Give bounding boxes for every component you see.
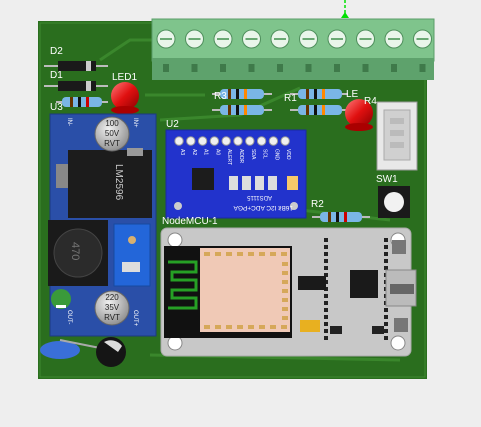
header-pin [324, 315, 328, 319]
header-pin [384, 336, 388, 340]
resistor-left [56, 97, 108, 107]
ads-pin-pad [233, 136, 243, 146]
cap2-line1: 220 [105, 293, 119, 302]
electrolytic-capacitor-small [96, 337, 126, 367]
header-pin [324, 301, 328, 305]
header-pin [324, 238, 328, 242]
jst-connector [376, 101, 418, 171]
ads-pin-label: A3 [179, 149, 185, 155]
header-pin [324, 252, 328, 256]
resistor-r3 [212, 89, 272, 99]
header-pin [324, 308, 328, 312]
ads-pin-pad [245, 136, 255, 146]
cap1-line1: 100 [105, 119, 119, 128]
header-pin [324, 266, 328, 270]
buck-in-plus: IN+ [132, 118, 138, 128]
buck-chip-label: LM2596 [113, 164, 124, 201]
cap2-line2: 35V [105, 303, 120, 312]
ads-pin-label: A1 [203, 149, 209, 155]
ads-pin-label: VDD [285, 149, 291, 160]
label-d1: D1 [50, 70, 63, 81]
header-pin [384, 266, 388, 270]
ads-pin-label: SDA [250, 149, 256, 160]
label-r1: R1 [284, 93, 297, 104]
ads-pin-pad [174, 136, 184, 146]
header-pin [384, 329, 388, 333]
ads-pin-pad [280, 136, 290, 146]
ads-pin-pad [197, 136, 208, 146]
ads-pin-label: A0 [214, 149, 220, 155]
ads-pin-pad [268, 136, 279, 146]
ads-pin-label: GND [273, 149, 279, 161]
header-pin [384, 245, 388, 249]
diode-d2 [44, 61, 108, 71]
ceramic-capacitor [40, 339, 101, 359]
header-pin [324, 273, 328, 277]
cap1-line3: RVT [104, 139, 120, 148]
push-button-sw1 [378, 186, 410, 218]
led2 [345, 99, 373, 131]
header-pin [324, 336, 328, 340]
label-nodemcu: NodeMCU-1 [162, 216, 218, 227]
ads-pin-label: ADDR [238, 149, 244, 164]
label-led1: LED1 [112, 72, 137, 83]
ads-chip-name: ADS1115 [247, 194, 272, 200]
inductor-label: 470 [69, 242, 81, 260]
header-pin [324, 322, 328, 326]
buck-converter-module [48, 113, 157, 337]
ads-pin-pad [221, 136, 231, 146]
ads-pin-label: ALERT [226, 149, 232, 165]
ads-bottom-text: 16Bit I2C ADC+PGA [233, 204, 293, 211]
buck-in-minus: IN- [66, 118, 72, 126]
label-d2: D2 [50, 46, 63, 57]
label-r3: R3 [214, 91, 227, 102]
label-led2: LE [346, 89, 359, 100]
header-pin [384, 259, 388, 263]
label-u3: U3 [50, 102, 63, 113]
header-pin [384, 308, 388, 312]
buck-out-minus: OUT- [66, 310, 72, 324]
nodemcu-board [160, 227, 417, 357]
cap1-line2: 50V [105, 129, 120, 138]
header-pin [384, 252, 388, 256]
header-pin [384, 315, 388, 319]
header-pin [324, 245, 328, 249]
buck-out-plus: OUT+ [132, 310, 138, 327]
ads-pin-pad [186, 136, 196, 146]
screw-terminal-block [151, 18, 435, 80]
label-u2: U2 [166, 119, 179, 130]
header-pin [384, 322, 388, 326]
header-pin [324, 294, 328, 298]
resistor-r1b [290, 105, 348, 115]
resistor-r3b [212, 105, 272, 115]
header-pin [324, 259, 328, 263]
label-r2: R2 [311, 199, 324, 210]
cap2-line3: RVT [104, 313, 120, 322]
header-pin [324, 329, 328, 333]
resistor-r2 [312, 212, 370, 222]
ads-pin-pad [256, 136, 267, 146]
label-r4: R4 [364, 96, 377, 107]
led1 [111, 82, 139, 114]
diode-d1 [44, 81, 108, 91]
ads-pin-label: SCL [262, 149, 268, 159]
ads1115-module [165, 129, 307, 219]
resistor-r1 [290, 89, 348, 99]
label-sw1: SW1 [376, 174, 398, 185]
header-pin [384, 238, 388, 242]
ads-pin-pad [209, 136, 220, 146]
ads-pin-label: A2 [191, 149, 197, 155]
